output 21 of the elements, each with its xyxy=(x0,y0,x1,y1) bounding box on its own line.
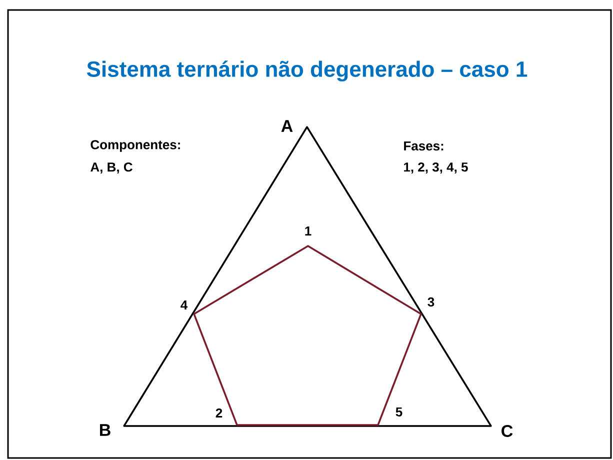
vertex-label: 3 xyxy=(428,297,434,307)
triangle-side xyxy=(306,126,492,427)
triangle-side xyxy=(123,425,492,427)
vertex-label: 4 xyxy=(180,300,188,310)
pentagon-side xyxy=(377,313,422,426)
label-text: A, B, C xyxy=(90,162,132,174)
vertex-label: 1 xyxy=(305,226,312,236)
vertex-label: C xyxy=(502,424,513,437)
vertex-label: A xyxy=(281,120,293,132)
vertex-label: B xyxy=(100,424,110,436)
vertex-label: 5 xyxy=(396,407,402,417)
triangle-side xyxy=(123,126,308,427)
vertex-label: 2 xyxy=(216,408,222,418)
pentagon-side xyxy=(307,245,422,315)
pentagon-side xyxy=(236,424,379,426)
label-text: Componentes: xyxy=(90,140,180,152)
pentagon-side xyxy=(193,245,309,315)
label-text: 1, 2, 3, 4, 5 xyxy=(404,162,468,174)
pentagon-side xyxy=(193,313,238,426)
title: Sistema ternário não degenerado – caso 1 xyxy=(86,60,528,82)
label-text: Fases: xyxy=(404,141,444,151)
